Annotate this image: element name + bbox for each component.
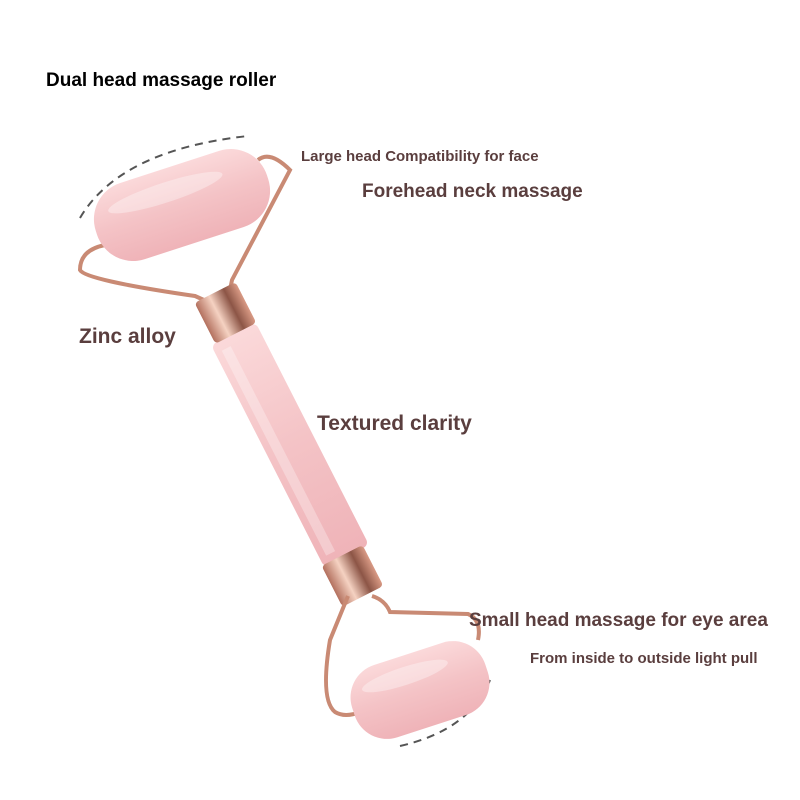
large-roller (93, 149, 271, 261)
large-frame-wire (77, 154, 293, 307)
handle (213, 324, 367, 566)
label-small-head: Small head massage for eye area (469, 610, 768, 631)
product-title: Dual head massage roller (46, 70, 277, 91)
label-forehead: Forehead neck massage (362, 181, 583, 202)
label-zinc-alloy: Zinc alloy (79, 325, 176, 348)
lower-collar (322, 546, 383, 606)
dashed-arc-top (79, 135, 249, 219)
small-frame-wire (324, 594, 481, 717)
small-roller (350, 641, 490, 739)
upper-collar (195, 283, 256, 343)
label-pull: From inside to outside light pull (530, 650, 758, 667)
label-textured: Textured clarity (317, 412, 472, 435)
label-large-head: Large head Compatibility for face (301, 148, 539, 165)
